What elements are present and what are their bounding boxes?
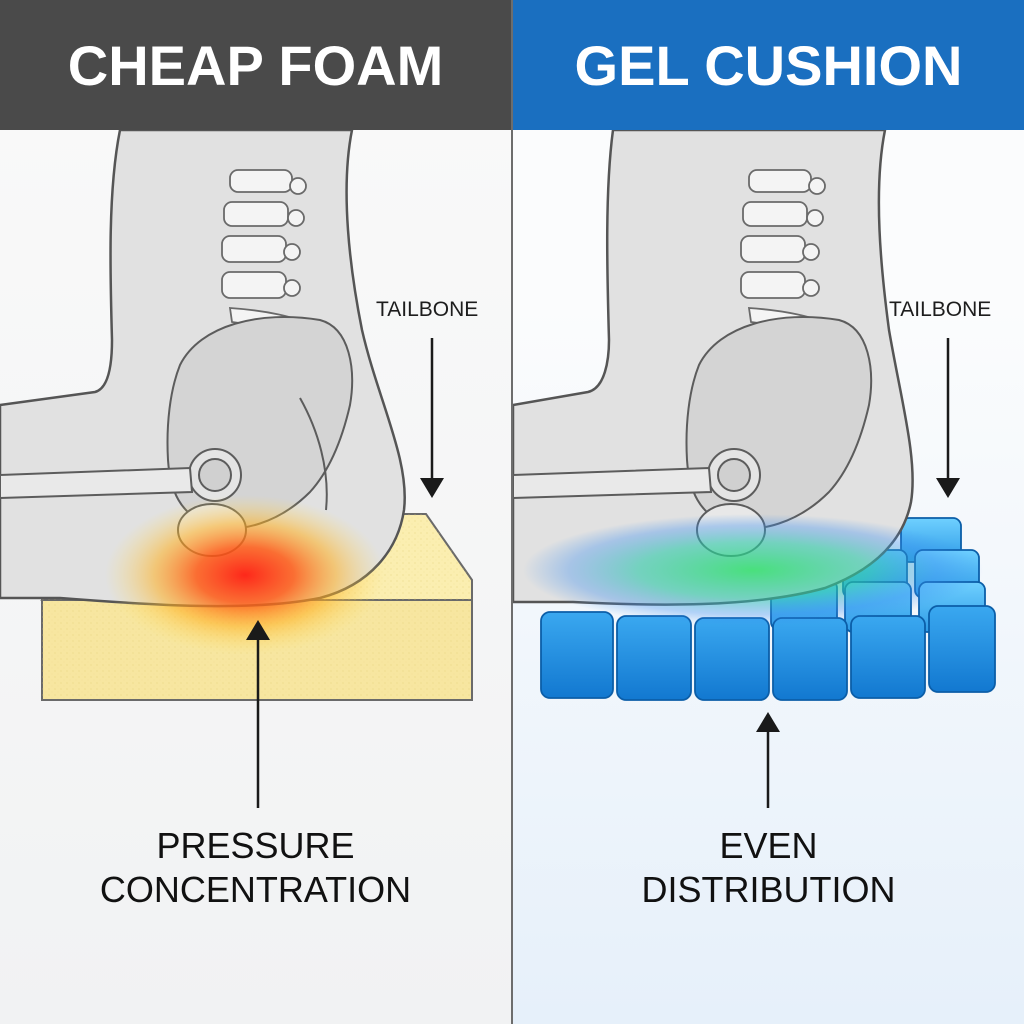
even-distribution-caption: EVEN DISTRIBUTION — [513, 824, 1024, 912]
spine — [221, 169, 322, 344]
gel-cushion-title: GEL CUSHION — [513, 0, 1024, 130]
tailbone-arrow — [936, 338, 960, 498]
tailbone-arrow — [420, 338, 444, 498]
even-pressure-glow — [523, 514, 983, 626]
distribution-arrow — [756, 712, 780, 808]
cheap-foam-panel: CHEAP FOAM — [0, 0, 511, 1024]
tailbone-label: TAILBONE — [889, 298, 992, 321]
spine — [740, 169, 841, 344]
pressure-arrow — [246, 620, 270, 808]
foam-seating-illustration — [0, 130, 473, 808]
gel-cushion-panel: GEL CUSHION — [513, 0, 1024, 1024]
panel-divider — [511, 0, 513, 1024]
caption-line-2: DISTRIBUTION — [641, 869, 896, 910]
caption-line-2: CONCENTRATION — [99, 869, 412, 910]
pressure-concentration-caption: PRESSURE CONCENTRATION — [0, 824, 511, 912]
caption-line-1: EVEN — [719, 825, 818, 866]
gel-seating-illustration — [513, 130, 996, 808]
cheap-foam-title: CHEAP FOAM — [0, 0, 511, 130]
tailbone-label: TAILBONE — [376, 298, 479, 321]
caption-line-1: PRESSURE — [156, 825, 355, 866]
pressure-hotspot — [105, 495, 385, 655]
